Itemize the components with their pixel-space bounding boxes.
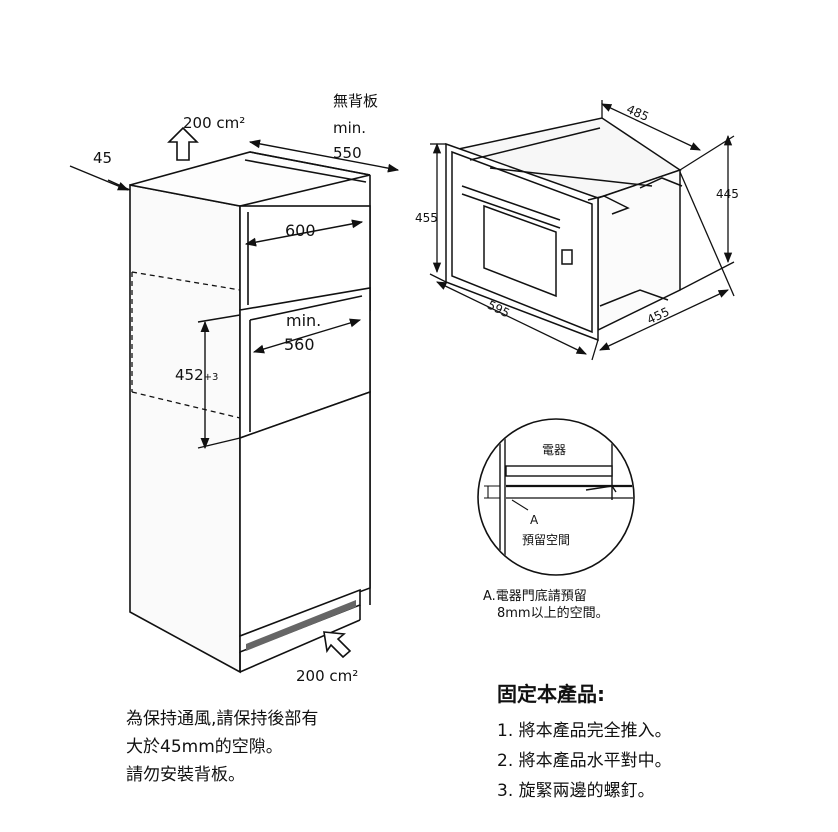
caption-line-1: A.電器門底請預留	[483, 589, 587, 604]
fixing-step-3: 3. 旋緊兩邊的螺釘。	[497, 781, 655, 801]
dimension-45: 45	[93, 149, 112, 167]
appliance-drawing	[445, 117, 683, 342]
door-gap-caption: A.電器門底請預留 8mm以上的空間。	[483, 588, 609, 622]
detail-appliance-label: 電器	[542, 443, 566, 457]
dimension-445: 445	[716, 187, 739, 201]
fixing-steps: 1. 將本產品完全推入。 2. 將本產品水平對中。 3. 旋緊兩邊的螺釘。	[497, 716, 672, 806]
caption-line-2: 8mm以上的空間。	[497, 606, 609, 621]
note-line-2: 大於45mm的空隙。	[126, 737, 283, 757]
cabinet-drawing	[129, 151, 371, 674]
vent-bottom-area: 200 cm²	[296, 667, 358, 685]
label-min-550: min.	[333, 119, 366, 137]
door-gap-detail: 電器 A 預留空間	[477, 418, 635, 576]
fixing-step-2: 2. 將本產品水平對中。	[497, 751, 672, 771]
dimension-600: 600	[285, 221, 316, 240]
label-min-560: min.	[286, 311, 321, 330]
detail-point-a: A	[530, 513, 539, 527]
vent-bottom-arrow-icon	[323, 631, 352, 659]
appliance-dimensions	[429, 100, 735, 361]
cabinet-dimensions	[69, 139, 400, 450]
note-line-3: 請勿安裝背板。	[126, 765, 245, 785]
dimension-455-height: 455	[415, 211, 438, 225]
dimension-452: 452+3	[175, 366, 218, 384]
ventilation-note: 為保持通風,請保持後部有 大於45mm的空隙。 請勿安裝背板。	[126, 705, 318, 789]
cabinet-side-panel	[129, 184, 241, 674]
vent-top-arrow-icon	[167, 126, 199, 161]
note-line-1: 為保持通風,請保持後部有	[126, 709, 319, 729]
oven-footprint-dashed	[131, 271, 241, 419]
lower-door	[239, 390, 371, 638]
fixing-step-1: 1. 將本產品完全推入。	[497, 721, 672, 741]
fixing-title: 固定本產品:	[497, 682, 605, 706]
dimension-560: 560	[284, 335, 315, 354]
dimension-455-depth: 455	[645, 305, 672, 327]
dimension-550: 550	[333, 144, 362, 162]
detail-gap-label: 預留空間	[522, 533, 570, 547]
vent-top-area: 200 cm²	[183, 114, 245, 132]
label-no-back-panel: 無背板	[333, 92, 378, 110]
